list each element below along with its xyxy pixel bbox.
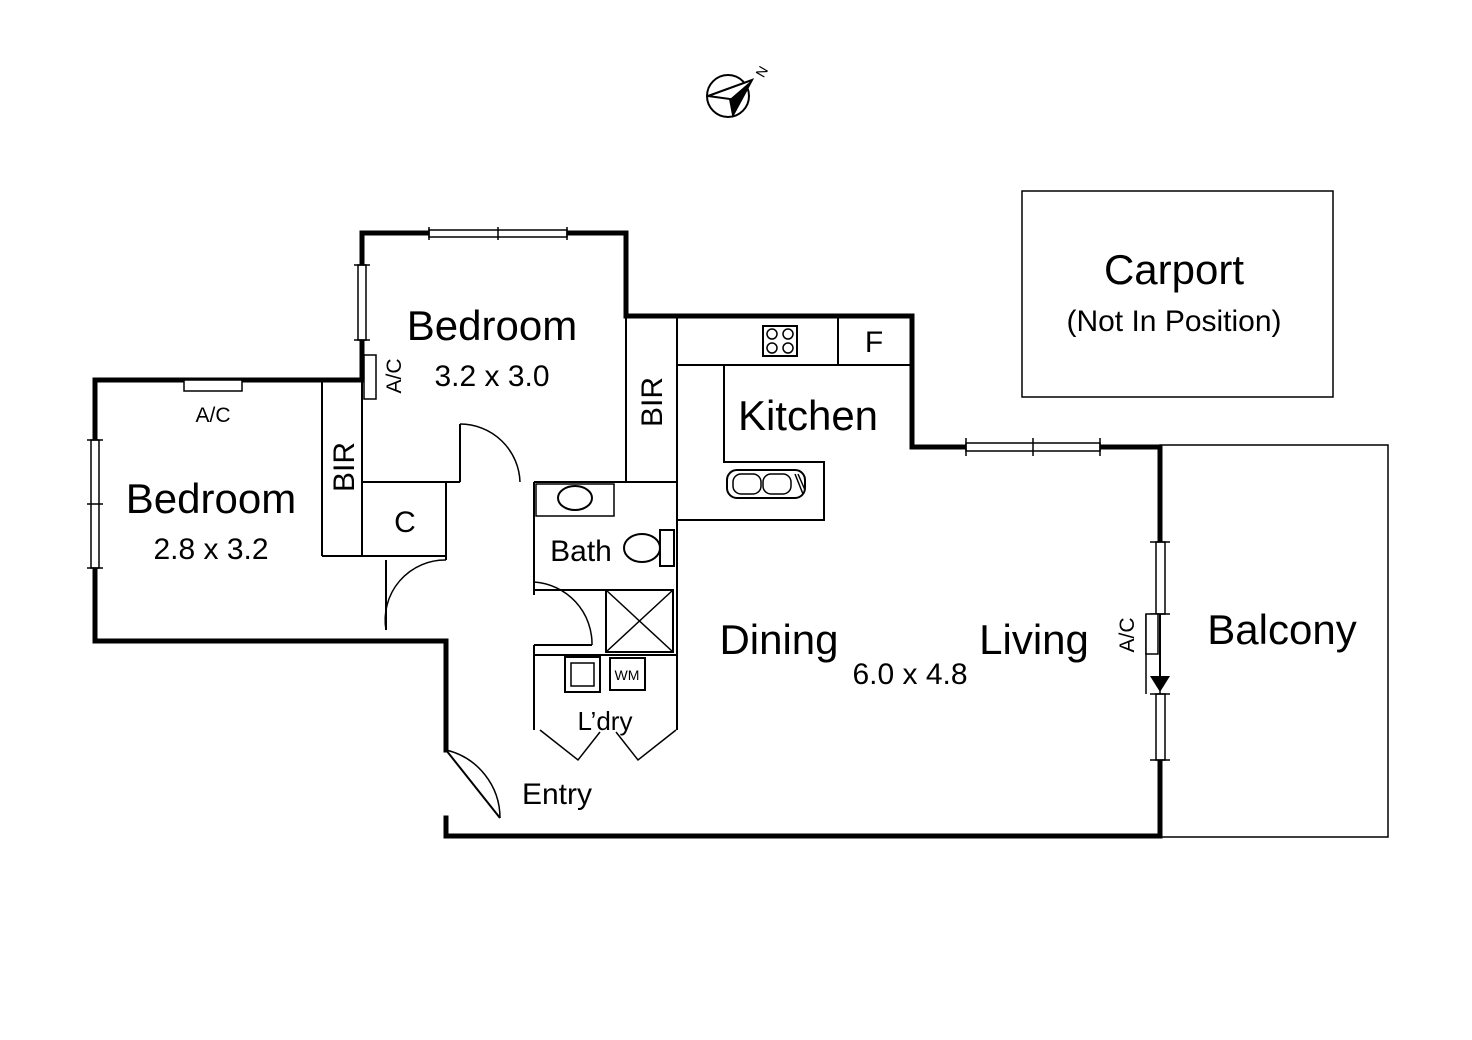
- bedroom1-dims: 3.2 x 3.0: [434, 360, 549, 393]
- balcony-label: Balcony: [1207, 606, 1356, 653]
- carport-note: (Not In Position): [1066, 305, 1281, 338]
- bath-label: Bath: [550, 535, 612, 568]
- kitchen-fixtures: [677, 316, 910, 521]
- living-dims: 6.0 x 4.8: [852, 658, 967, 691]
- ac-unit-living: [1145, 613, 1159, 655]
- living-label: Living: [979, 616, 1089, 663]
- washing-machine-label: WM: [615, 667, 640, 683]
- doors: [384, 423, 677, 819]
- cupboard-label: C: [394, 506, 416, 539]
- carport-outline: [1021, 190, 1334, 398]
- compass-north-label: N: [752, 63, 771, 80]
- windows: [87, 227, 1170, 761]
- fridge-label: F: [865, 326, 883, 359]
- kitchen-label: Kitchen: [738, 392, 878, 439]
- bedroom2-label: Bedroom: [126, 475, 296, 522]
- carport-label: Carport: [1104, 246, 1244, 293]
- bir-bedroom1-label: BIR: [636, 377, 669, 427]
- bedroom2-dims: 2.8 x 3.2: [153, 533, 268, 566]
- bath-fixtures: [535, 483, 675, 653]
- bedroom1-label: Bedroom: [407, 302, 577, 349]
- entry-label: Entry: [522, 778, 592, 811]
- ac-living-label: A/C: [1116, 617, 1139, 652]
- laundry-fixtures: WM: [564, 656, 646, 693]
- ac-bedroom1-label: A/C: [383, 358, 406, 393]
- compass-icon: N: [706, 63, 771, 118]
- ac-bedroom2-label: A/C: [195, 404, 230, 427]
- laundry-label: L’dry: [578, 706, 633, 736]
- dining-label: Dining: [719, 616, 838, 663]
- ac-unit-bedroom1: [363, 354, 377, 400]
- ac-unit-bedroom2: [183, 379, 243, 392]
- bir-bedroom2-label: BIR: [328, 442, 361, 492]
